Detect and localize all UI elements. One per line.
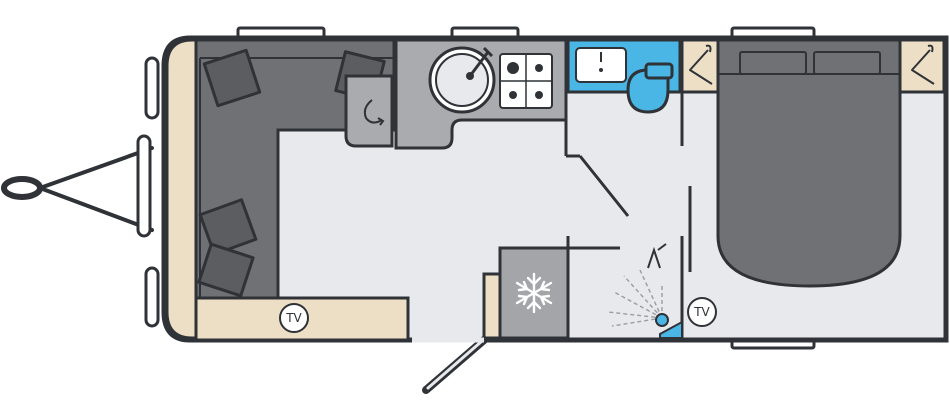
rotate-arrow-head — [377, 117, 385, 126]
wardrobe-left — [680, 38, 720, 94]
basin-drain — [599, 68, 603, 72]
island-bed — [716, 38, 902, 288]
coat-hanger-icon — [911, 44, 935, 85]
front-locker — [165, 38, 198, 340]
wardrobe-right — [898, 38, 946, 94]
rotate-arrow-icon — [363, 99, 383, 124]
tow-hitch — [1, 146, 154, 232]
tv-lounge-label: TV — [285, 311, 302, 325]
gas-hob — [499, 53, 553, 109]
entrance-door — [412, 336, 488, 394]
kitchen-sink — [428, 46, 496, 114]
side-cupboard — [482, 272, 502, 340]
swivel-seat — [344, 74, 394, 148]
front-windows — [136, 56, 160, 328]
pillow-left — [739, 51, 807, 75]
tv-bedroom-label: TV — [693, 305, 710, 319]
shower-head-icon — [655, 313, 669, 327]
snowflake-icon — [515, 272, 553, 314]
toilet-cistern — [644, 62, 674, 80]
tv-bedroom-marker: TV — [687, 297, 717, 327]
washroom-basin — [575, 47, 627, 83]
pillow-right — [813, 51, 881, 75]
tv-lounge-marker: TV — [279, 303, 309, 333]
toilet — [626, 68, 670, 114]
shower-area — [607, 243, 683, 339]
coat-hanger-icon — [689, 44, 713, 85]
